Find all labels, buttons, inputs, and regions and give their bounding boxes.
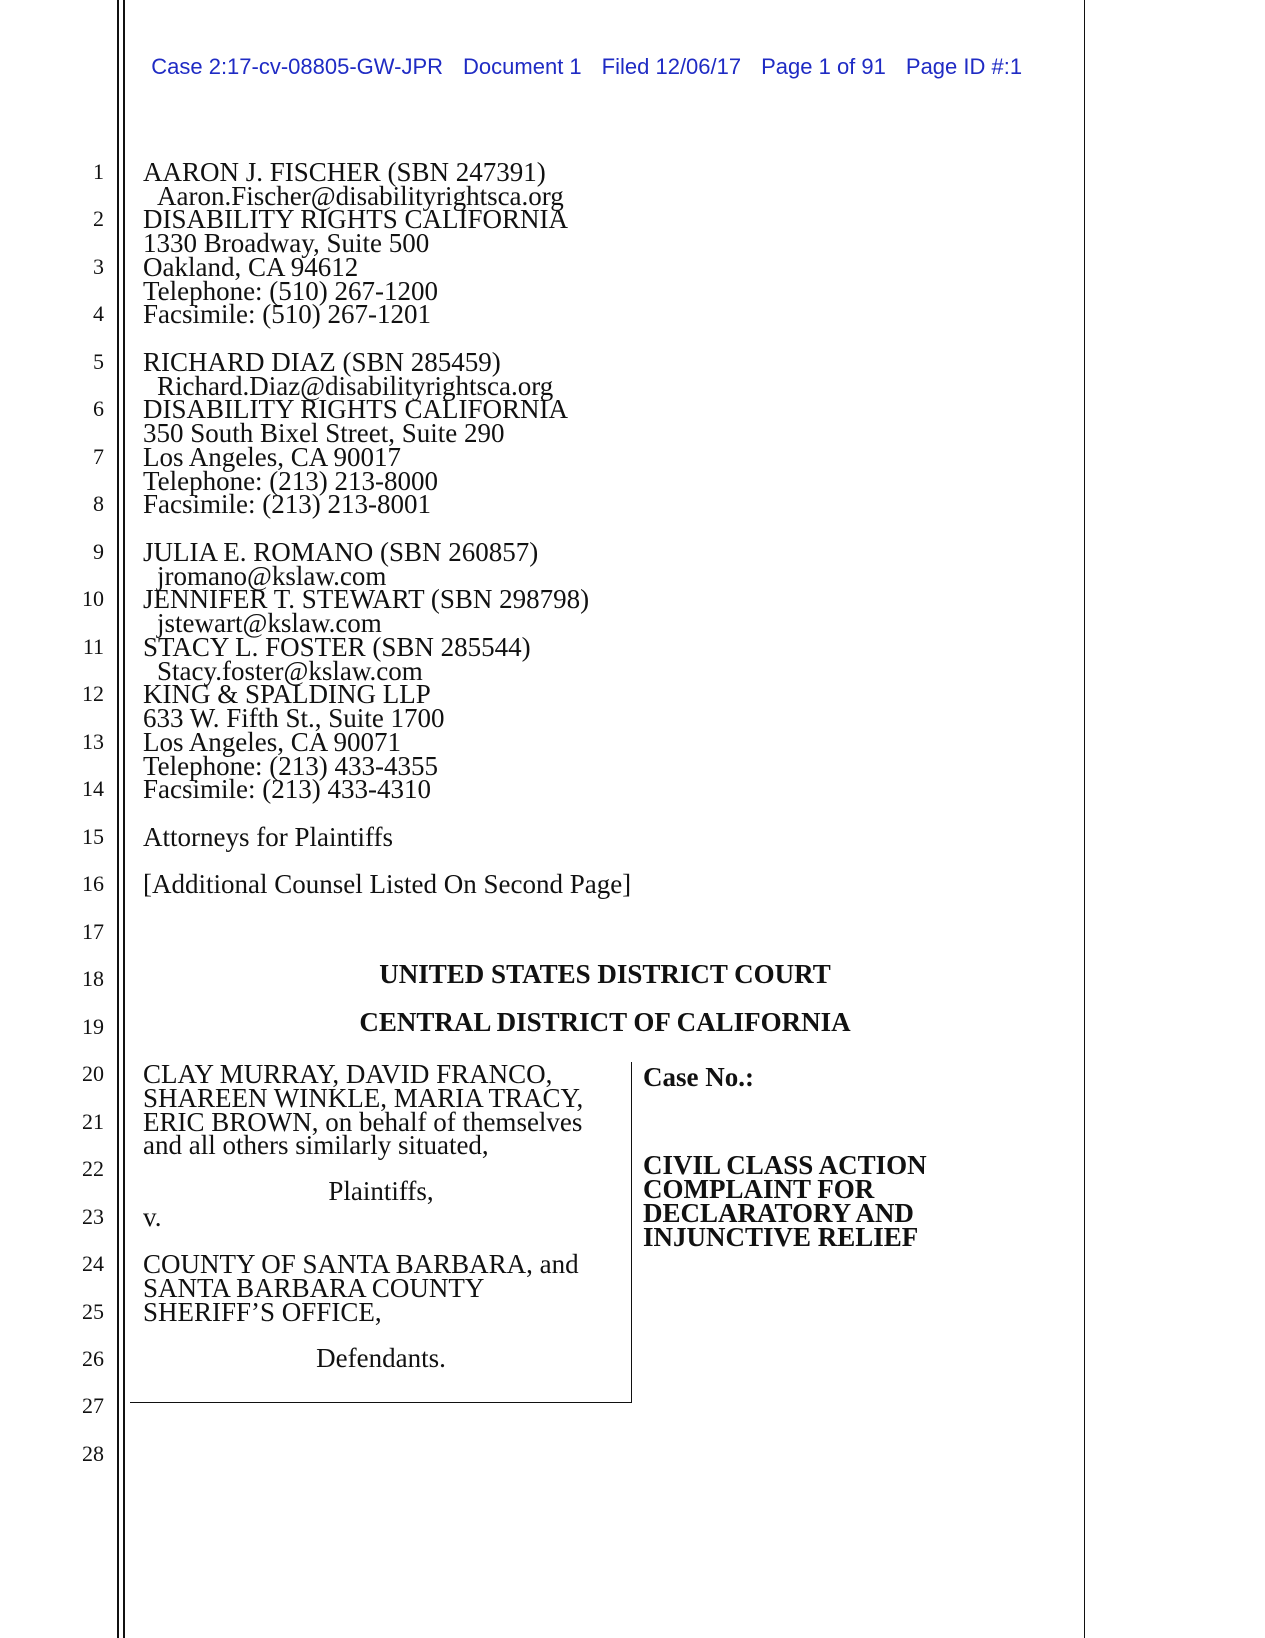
counsel-email: Stacy.foster@kslaw.com (157, 656, 423, 686)
counsel-email: Aaron.Fischer@disabilityrightsca.org (157, 181, 564, 211)
line-number: 16 (82, 871, 104, 897)
line-number: 4 (93, 301, 104, 327)
defendants-names: COUNTY OF SANTA BARBARA, and (143, 1249, 579, 1279)
line-number: 2 (93, 206, 104, 232)
ecf-header: Case 2:17-cv-08805-GW-JPR Document 1 Filed… (139, 28, 1022, 80)
line-number: 12 (82, 681, 104, 707)
plaintiffs-names: ERIC BROWN, on behalf of themselves (143, 1107, 583, 1137)
page-count: Page 1 of 91 (761, 54, 886, 79)
complaint-title: COMPLAINT FOR (643, 1174, 875, 1204)
line-number: 28 (82, 1440, 104, 1466)
court-name: UNITED STATES DISTRICT COURT (379, 959, 831, 989)
right-margin-rule (1084, 0, 1085, 1638)
line-number: 26 (82, 1346, 104, 1371)
case-no-label: Case No.: (643, 1062, 754, 1092)
line-number: 25 (82, 1298, 104, 1324)
case-number: Case 2:17-cv-08805-GW-JPR (151, 54, 444, 79)
complaint-title: CIVIL CLASS ACTION (643, 1150, 927, 1180)
counsel-name: AARON J. FISCHER (SBN 247391) (143, 157, 546, 187)
counsel-name: STACY L. FOSTER (SBN 285544) (143, 632, 531, 662)
telephone: Telephone: (510) 267-1200 (143, 276, 439, 306)
line-number: 1 (93, 159, 104, 184)
line-number: 22 (82, 1156, 104, 1182)
line-number: 9 (93, 538, 104, 564)
telephone: Telephone: (213) 213-8000 (143, 466, 439, 496)
firm-name: DISABILITY RIGHTS CALIFORNIA (143, 204, 568, 234)
left-margin-rule-inner (123, 0, 125, 1638)
left-margin-rule-outer (117, 0, 119, 1638)
address-line: 350 South Bixel Street, Suite 290 (143, 418, 505, 448)
versus: v. (143, 1202, 162, 1232)
line-number: 3 (93, 253, 104, 279)
line-number: 13 (82, 728, 104, 754)
line-number: 6 (93, 396, 104, 422)
complaint-title: INJUNCTIVE RELIEF (643, 1222, 919, 1252)
firm-name: DISABILITY RIGHTS CALIFORNIA (143, 394, 568, 424)
document-number: Document 1 (463, 54, 582, 79)
line-number: 10 (82, 586, 104, 612)
facsimile: Facsimile: (213) 213-8001 (143, 489, 431, 519)
page-id: Page ID #:1 (905, 54, 1023, 79)
counsel-name: RICHARD DIAZ (SBN 285459) (143, 347, 501, 377)
address-line: 633 W. Fifth St., Suite 1700 (143, 703, 445, 733)
address-line: Los Angeles, CA 90071 (143, 727, 402, 757)
line-number: 19 (82, 1013, 104, 1039)
firm-name: KING & SPALDING LLP (143, 679, 431, 709)
line-number: 14 (82, 776, 104, 802)
address-line: 1330 Broadway, Suite 500 (143, 228, 430, 258)
plaintiffs-names: CLAY MURRAY, DAVID FRANCO, (143, 1059, 553, 1089)
counsel-email: jstewart@kslaw.com (157, 608, 382, 638)
address-line: Los Angeles, CA 90017 (143, 442, 402, 472)
facsimile: Facsimile: (510) 267-1201 (143, 299, 431, 329)
plaintiffs-label: Plaintiffs, (328, 1176, 434, 1206)
caption-divider-horizontal (130, 1402, 632, 1403)
counsel-email: Richard.Diaz@disabilityrightsca.org (157, 371, 554, 401)
line-number: 11 (82, 633, 104, 659)
counsel-name: JULIA E. ROMANO (SBN 260857) (143, 537, 539, 567)
caption-divider-vertical (631, 1062, 632, 1403)
line-number: 20 (82, 1061, 104, 1087)
address-line: Oakland, CA 94612 (143, 252, 359, 282)
counsel-name: JENNIFER T. STEWART (SBN 298798) (143, 584, 590, 614)
counsel-email: jromano@kslaw.com (157, 561, 387, 591)
line-number: 15 (82, 823, 104, 849)
line-number: 8 (93, 491, 104, 517)
plaintiffs-names: and all others similarly situated, (143, 1130, 489, 1160)
additional-counsel-note: [Additional Counsel Listed On Second Pag… (143, 869, 632, 899)
telephone: Telephone: (213) 433-4355 (143, 751, 439, 781)
line-number: 21 (82, 1108, 104, 1134)
line-number: 5 (93, 348, 104, 374)
filed-date: Filed 12/06/17 (601, 54, 742, 79)
line-number: 23 (82, 1203, 104, 1229)
line-number: 24 (82, 1251, 104, 1277)
line-number: 27 (82, 1393, 104, 1419)
line-number: 18 (82, 966, 104, 992)
defendants-names: SANTA BARBARA COUNTY (143, 1273, 485, 1303)
defendants-label: Defendants. (316, 1343, 446, 1373)
line-number: 7 (93, 443, 104, 469)
complaint-title: DECLARATORY AND (643, 1198, 914, 1228)
line-number: 17 (82, 918, 104, 944)
court-district: CENTRAL DISTRICT OF CALIFORNIA (359, 1007, 851, 1037)
attorneys-for: Attorneys for Plaintiffs (143, 822, 393, 852)
facsimile: Facsimile: (213) 433-4310 (143, 774, 431, 804)
plaintiffs-names: SHAREEN WINKLE, MARIA TRACY, (143, 1083, 584, 1113)
defendants-names: SHERIFF’S OFFICE, (143, 1297, 382, 1327)
